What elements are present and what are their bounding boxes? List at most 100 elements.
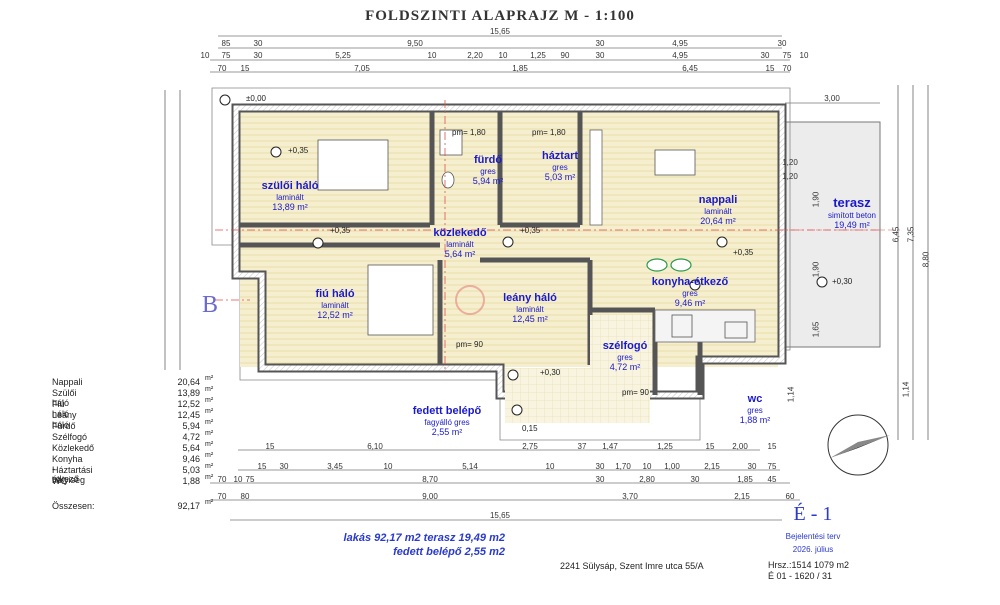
- dining-table-icon: [654, 149, 696, 176]
- top-dim: 10: [200, 51, 210, 60]
- top-dim: 30: [595, 51, 605, 60]
- pm-label: pm= 90: [622, 388, 649, 397]
- top-dim: 4,95: [672, 51, 688, 60]
- top-dim: 75: [782, 51, 792, 60]
- room-label-fedett-belepo: fedett belépő fagyálló gres 2,55 m²: [412, 405, 482, 437]
- top-dim: 10: [498, 51, 508, 60]
- top-dim: 30: [253, 51, 263, 60]
- right-dim: 1,20: [782, 172, 798, 181]
- top-dim: 1,25: [530, 51, 546, 60]
- total-value: 92,17: [177, 501, 200, 511]
- bottom-dim: 1,00: [664, 462, 680, 471]
- level-label: +0,35: [330, 226, 351, 235]
- top-dim: 30: [760, 51, 770, 60]
- area-total: Összesen: 92,17 m²: [52, 499, 262, 511]
- interior-walls: [240, 112, 703, 395]
- bottom-dim: 2,80: [639, 475, 655, 484]
- top-dim: 90: [560, 51, 570, 60]
- right-dim: 8,80: [921, 251, 931, 268]
- top-dim: 9,50: [407, 39, 423, 48]
- top-dim: 75: [221, 51, 231, 60]
- bottom-dim: 8,70: [422, 475, 438, 484]
- bottom-dim: 75: [767, 462, 777, 471]
- bottom-dim: 2,15: [704, 462, 720, 471]
- top-dim: 70: [782, 64, 792, 73]
- room-label-haztart: háztart gres 5,03 m²: [541, 150, 579, 182]
- level-label: +0,35: [288, 146, 309, 155]
- left-dimension-lines: [164, 90, 181, 370]
- bottom-dim: 1,25: [657, 442, 673, 451]
- top-dim: 7,05: [354, 64, 370, 73]
- bottom-dim: 2,00: [732, 442, 748, 451]
- top-dim: 85: [221, 39, 231, 48]
- bottom-dim: 10: [383, 462, 393, 471]
- pm-label: pm= 90: [456, 340, 483, 349]
- eaves-outline: [211, 87, 791, 441]
- drawing-stamp: É - 1 Bejelentési terv 2026. július: [768, 503, 858, 554]
- bottom-dim: 30: [690, 475, 700, 484]
- stair-icon: [589, 129, 603, 226]
- room-label-wc: wc gres 1,88 m²: [739, 393, 771, 425]
- section-mark: B: [202, 292, 219, 318]
- single-bed-icon: [367, 264, 434, 336]
- double-bed-icon: [317, 139, 389, 191]
- parcel-line-2: É 01 - 1620 / 31: [768, 571, 833, 581]
- bottom-dim: 15: [767, 442, 777, 451]
- parcel-info: Hrsz.:1514 1079 m2 É 01 - 1620 / 31: [768, 560, 849, 582]
- top-dim: 10: [427, 51, 437, 60]
- bottom-dim: 9,00: [422, 492, 438, 501]
- toilet-icon: [441, 171, 455, 189]
- bottom-dim: 1,85: [737, 475, 753, 484]
- plan-date: 2026. július: [792, 545, 834, 554]
- chair-icon: [670, 258, 692, 272]
- bottom-dim: 30: [595, 462, 605, 471]
- bottom-dim: 80: [240, 492, 250, 501]
- top-dim: 6,45: [682, 64, 698, 73]
- bottom-dim: 10: [233, 475, 243, 484]
- stove-icon: [671, 314, 693, 338]
- bottom-dim: 30: [595, 475, 605, 484]
- top-dim: 70: [217, 64, 227, 73]
- total-label: Összesen:: [52, 501, 95, 511]
- level-label: +0,30: [832, 277, 853, 286]
- terrace-area: [784, 121, 881, 348]
- room-label-leany-halo: leány háló laminált 12,45 m²: [503, 292, 557, 324]
- bottom-dim: 1,47: [602, 442, 618, 451]
- drawing-code: É - 1: [793, 503, 833, 525]
- top-dim: 5,25: [335, 51, 351, 60]
- right-dim: 1,65: [811, 321, 821, 338]
- top-dim: 30: [253, 39, 263, 48]
- bottom-dim-total: 15,65: [489, 511, 511, 520]
- vestibule-floor: [590, 315, 652, 390]
- room-label-szuloi-halo: szülői háló laminált 13,89 m²: [261, 180, 319, 212]
- summary-line-2: fedett belépő 2,55 m2: [393, 546, 505, 558]
- bottom-dim: 2,15: [734, 492, 750, 501]
- right-dimension-lines: [785, 85, 929, 440]
- bottom-dim: 15: [705, 442, 715, 451]
- room-label-szelfogo: szélfogó gres 4,72 m²: [602, 340, 648, 372]
- level-label: 0,15: [522, 424, 538, 433]
- level-markers: [219, 94, 828, 416]
- top-dim: 30: [777, 39, 787, 48]
- level-label: +0,30: [540, 368, 561, 377]
- bottom-dimension-lines: [210, 449, 800, 521]
- level-label: +0,35: [520, 226, 541, 235]
- right-dim: 6,45: [891, 226, 901, 243]
- bottom-dim: 2,75: [522, 442, 538, 451]
- watermark-logo: [455, 285, 485, 315]
- bottom-dim: 10: [642, 462, 652, 471]
- top-dim: 30: [595, 39, 605, 48]
- right-dim: 7,35: [906, 226, 916, 243]
- bottom-dim: 6,10: [367, 442, 383, 451]
- drawing-title: FOLDSZINTI ALAPRAJZ M - 1:100: [365, 8, 635, 24]
- room-label-nappali: nappali laminált 20,64 m²: [698, 194, 738, 226]
- sink-icon: [724, 321, 748, 339]
- chair-icon: [646, 258, 668, 272]
- top-dimension-lines: [210, 35, 790, 73]
- room-label-fiu-halo: fiú háló laminált 12,52 m²: [315, 288, 355, 320]
- bottom-dim: 1,70: [615, 462, 631, 471]
- area-summary: lakás 92,17 m2 terasz 19,49 m2 fedett be…: [300, 531, 505, 559]
- bottom-dim: 10: [545, 462, 555, 471]
- bottom-dim: 45: [767, 475, 777, 484]
